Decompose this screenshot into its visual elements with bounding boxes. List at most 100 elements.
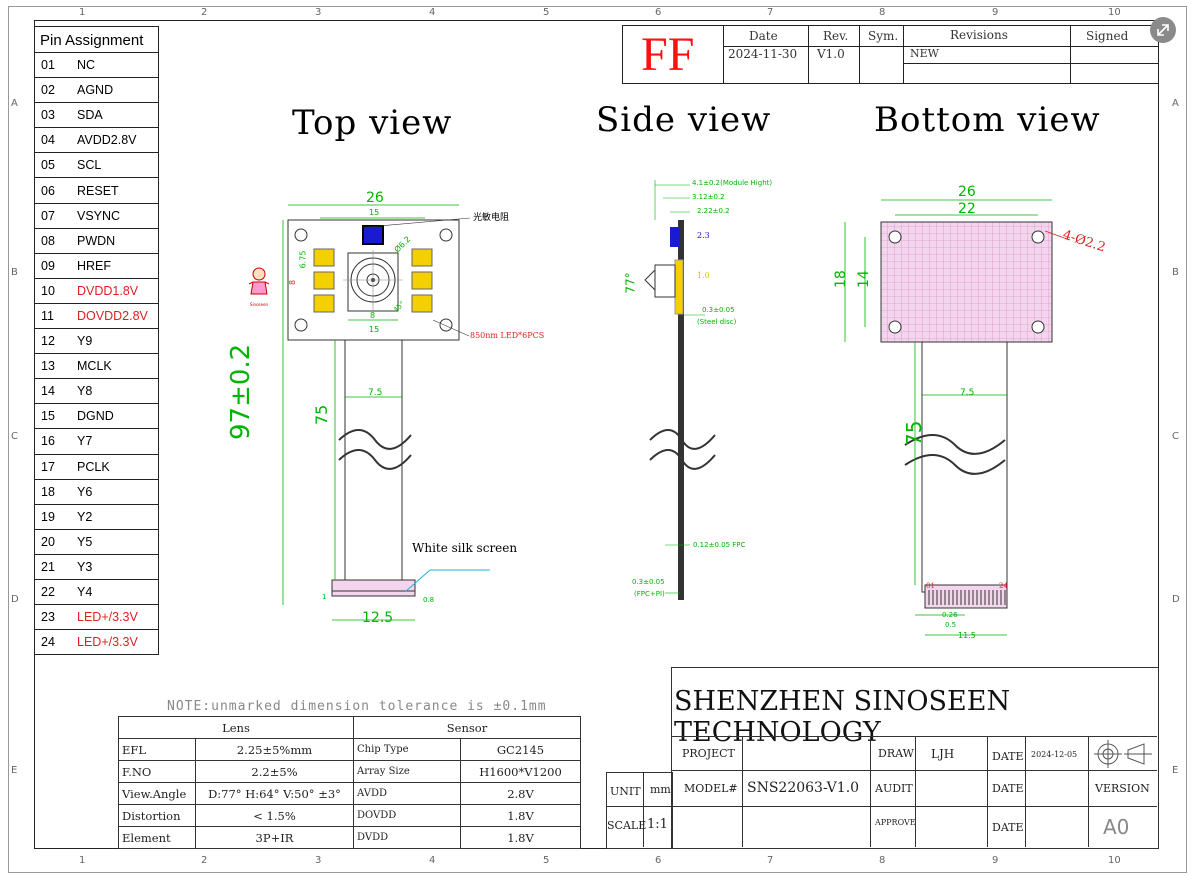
rev-col (1070, 26, 1071, 83)
side-view-title: Side view (596, 100, 772, 140)
spec-key: Distortion (118, 804, 196, 827)
expand-icon[interactable] (1150, 17, 1176, 43)
zone-row: D (11, 594, 19, 605)
rev-version: V1.0 (817, 47, 845, 61)
unit-value: mm (650, 783, 671, 796)
lens-header: Lens (118, 716, 354, 739)
pin-number: 22 (41, 585, 55, 600)
date-label-1: DATE (992, 750, 1024, 763)
zone-col: 3 (315, 855, 322, 866)
model-value: SNS22063-V1.0 (747, 780, 860, 796)
pin-signal: Y4 (77, 585, 93, 600)
dim-side-fpc: 0.12±0.05 FPC (693, 541, 746, 549)
tb-row (671, 770, 1157, 771)
zone-col: 7 (767, 7, 774, 18)
spec-key: EFL (118, 738, 196, 761)
zone-col: 4 (429, 7, 436, 18)
pin-signal: PWDN (77, 233, 116, 248)
light-sensor-note: 光敏电阻 (473, 213, 510, 223)
tb-col (915, 736, 916, 847)
sensor-header: Sensor (353, 716, 581, 739)
draw-value: LJH (931, 747, 955, 761)
projection-symbol-icon (1094, 740, 1152, 768)
pin-signal: DOVDD2.8V (77, 308, 148, 323)
dim-side-angle: 77° (623, 272, 638, 294)
zone-col: 10 (1108, 855, 1121, 866)
spec-key: View.Angle (118, 782, 196, 805)
pin-signal: LED+/3.3V (77, 635, 138, 650)
pin-signal: AVDD2.8V (77, 133, 137, 148)
spec-value: H1600*V1200 (460, 760, 581, 783)
date-value: 2024-12-05 (1031, 750, 1078, 759)
spec-key: Element (118, 826, 196, 849)
dim-side-h3: 2.22±0.2 (697, 207, 730, 215)
pin-number: 19 (41, 509, 55, 524)
zone-col: 1 (79, 855, 86, 866)
dim-side-steel: 0.3±0.05 (702, 306, 735, 314)
spec-key: AVDD (353, 782, 461, 805)
zone-row: D (1172, 594, 1180, 605)
pin-signal: Y2 (77, 509, 93, 524)
zone-row: C (1172, 431, 1179, 442)
spec-value: 1.8V (460, 826, 581, 849)
spec-value: 3P+IR (195, 826, 354, 849)
version-label: VERSION (1095, 782, 1150, 795)
zone-col: 5 (543, 7, 550, 18)
dim-side-pi: 0.3±0.05 (632, 578, 665, 586)
dim-bottom-tail: 75 (902, 420, 926, 446)
pin-signal: RESET (77, 183, 119, 198)
revision-block: FF Date 2024-11-30 Rev. V1.0 Sym. Revisi… (622, 25, 1159, 84)
pin-number: 11 (41, 308, 54, 323)
zone-col: 6 (655, 855, 662, 866)
led (313, 271, 335, 290)
dim-bottom-pitch2: 0.5 (945, 621, 957, 629)
pin-row: 24 LED+/3.3V (35, 630, 158, 654)
date-label-2: DATE (992, 782, 1024, 795)
spec-value: 2.25±5%mm (195, 738, 354, 761)
pin-number: 24 (41, 635, 55, 650)
pin-signal: NC (77, 58, 96, 73)
zone-row: B (1172, 267, 1179, 278)
dim-top-con-right: 0.8 (423, 596, 435, 604)
rev-col (859, 26, 860, 83)
spec-value: 2.2±5% (195, 760, 354, 783)
led (411, 271, 433, 290)
dim-side-v1: 2.3 (697, 231, 710, 240)
pin-signal: Y8 (77, 384, 93, 399)
bottom-view-title: Bottom view (874, 100, 1101, 140)
spec-key: Array Size (353, 760, 461, 783)
spec-key: DOVDD (353, 804, 461, 827)
spec-value: GC2145 (460, 738, 581, 761)
pin-signal: LED+/3.3V (77, 610, 138, 625)
tb-col (870, 736, 871, 847)
spec-key: Chip Type (353, 738, 461, 761)
rev-revisions: NEW (910, 47, 939, 60)
dim-top-tail: 75 (312, 404, 331, 425)
zone-col: 2 (201, 7, 208, 18)
rev-code-cell (623, 26, 724, 83)
pin-row: 19 Y2 (35, 505, 158, 530)
pin-number: 07 (41, 208, 55, 223)
rev-rev-label: Rev. (823, 29, 849, 43)
pin-number: 14 (41, 384, 55, 399)
pin-number: 08 (41, 233, 55, 248)
dim-top-small-height: 6.75 (298, 250, 308, 269)
rev-col (808, 26, 809, 83)
pin-signal: Y6 (77, 484, 93, 499)
pin-row: 07 VSYNC (35, 204, 158, 229)
tb-row (606, 806, 671, 807)
spec-value: 1.8V (460, 804, 581, 827)
light-sensor (362, 225, 384, 245)
pin-signal: VSYNC (77, 208, 121, 223)
mascot-label: Sinoseen (249, 302, 269, 307)
zone-col: 5 (543, 855, 550, 866)
